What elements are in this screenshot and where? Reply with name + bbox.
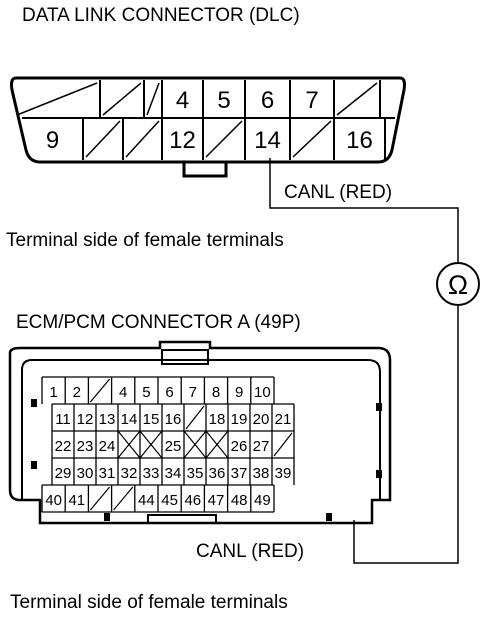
dlc-pin-label: 12	[169, 127, 196, 154]
ecm-pin-label: 27	[253, 438, 270, 455]
dlc-pin-label: 9	[46, 127, 59, 154]
ecm-pin-label: 12	[77, 411, 94, 428]
ecm-pin-label: 26	[231, 438, 248, 455]
wire-label-ecm: CANL (RED)	[196, 541, 305, 562]
ecm-pin-label: 49	[254, 492, 271, 509]
ecm-pin-label: 2	[73, 384, 81, 401]
ecm-pin-label: 6	[165, 384, 173, 401]
dlc-pin-grid: 4 5 6 7 9 12 14 16	[16, 80, 386, 160]
ecm-pin-label: 22	[55, 438, 72, 455]
empty-cavity	[85, 120, 121, 158]
empty-cavity	[205, 120, 243, 158]
ecm-pin-label: 41	[68, 492, 85, 509]
ecm-pin-label: 1	[49, 384, 57, 401]
dlc-pin-label: 4	[176, 87, 189, 114]
ecm-pin-label: 20	[253, 411, 270, 428]
ecm-pin-label: 44	[138, 492, 155, 509]
ecm-pin-label: 9	[235, 384, 243, 401]
ecm-pin-label: 18	[209, 411, 226, 428]
ecm-pin-label: 31	[99, 465, 116, 482]
empty-cavity	[16, 82, 98, 116]
empty-cavity	[89, 486, 111, 511]
ecm-pin-label: 46	[184, 492, 201, 509]
ecm-pin-label: 33	[143, 465, 160, 482]
ecm-pin-label: 5	[142, 384, 150, 401]
dlc-connector	[10, 76, 406, 178]
ecm-pin-label: 10	[254, 384, 271, 401]
empty-cavity	[336, 82, 378, 116]
ecm-pin-label: 39	[275, 465, 292, 482]
wire-label-dlc: CANL (RED)	[284, 182, 393, 203]
ecm-pin-label: 47	[208, 492, 225, 509]
ecm-pin-label: 40	[45, 492, 62, 509]
ecm-pin-label: 35	[187, 465, 204, 482]
ecm-pin-label: 45	[161, 492, 178, 509]
ecm-pin-label: 32	[121, 465, 138, 482]
empty-cavity	[273, 432, 293, 457]
ecm-pin-label: 23	[77, 438, 94, 455]
dlc-pin-label: 5	[217, 87, 230, 114]
empty-cavity	[102, 82, 142, 116]
empty-cavity	[139, 430, 163, 459]
empty-cavity	[183, 430, 207, 459]
dlc-pin-label: 16	[346, 127, 373, 154]
ecm-pin-label: 19	[231, 411, 248, 428]
ecm-pin-label: 4	[119, 384, 127, 401]
ecm-pin-label: 29	[55, 465, 72, 482]
ecm-pin-label: 24	[99, 438, 116, 455]
dlc-pin-label: 7	[305, 87, 318, 114]
dlc-pin-label: 14	[254, 127, 281, 154]
empty-cavity	[117, 430, 141, 459]
ecm-pin-label: 11	[55, 411, 71, 428]
empty-cavity	[113, 486, 134, 511]
ohmmeter-wire	[269, 158, 480, 564]
ecm-pin-label: 34	[165, 465, 182, 482]
ecm-pin-label: 15	[143, 411, 160, 428]
ohmmeter-symbol: Ω	[448, 270, 468, 300]
ecm-pin-label: 7	[189, 384, 197, 401]
empty-cavity	[205, 430, 229, 459]
ecm-pin-label: 37	[231, 465, 248, 482]
empty-cavity	[125, 120, 160, 158]
dlc-pin-label: 6	[261, 87, 274, 114]
ecm-pin-label: 30	[77, 465, 94, 482]
ecm-pin-label: 38	[253, 465, 270, 482]
empty-cavity	[292, 120, 332, 158]
ecm-pin-label: 8	[212, 384, 220, 401]
ecm-pin-label: 14	[121, 411, 138, 428]
ecm-connector	[8, 340, 392, 525]
ecm-pin-label: 13	[99, 411, 116, 428]
ecm-latches	[31, 399, 382, 521]
dlc-terminal-note: Terminal side of female terminals	[6, 230, 284, 251]
empty-cavity	[146, 82, 160, 116]
ecm-terminal-note: Terminal side of female terminals	[10, 592, 288, 613]
dlc-title: DATA LINK CONNECTOR (DLC)	[22, 5, 300, 26]
ecm-pin-label: 36	[209, 465, 226, 482]
ecm-pin-label: 16	[165, 411, 182, 428]
ecm-pin-label: 48	[231, 492, 248, 509]
ecm-pin-label: 21	[275, 411, 292, 428]
ecm-pin-label: 25	[165, 438, 182, 455]
ecm-title: ECM/PCM CONNECTOR A (49P)	[16, 312, 301, 333]
empty-cavity	[185, 405, 205, 430]
empty-cavity	[89, 378, 111, 403]
